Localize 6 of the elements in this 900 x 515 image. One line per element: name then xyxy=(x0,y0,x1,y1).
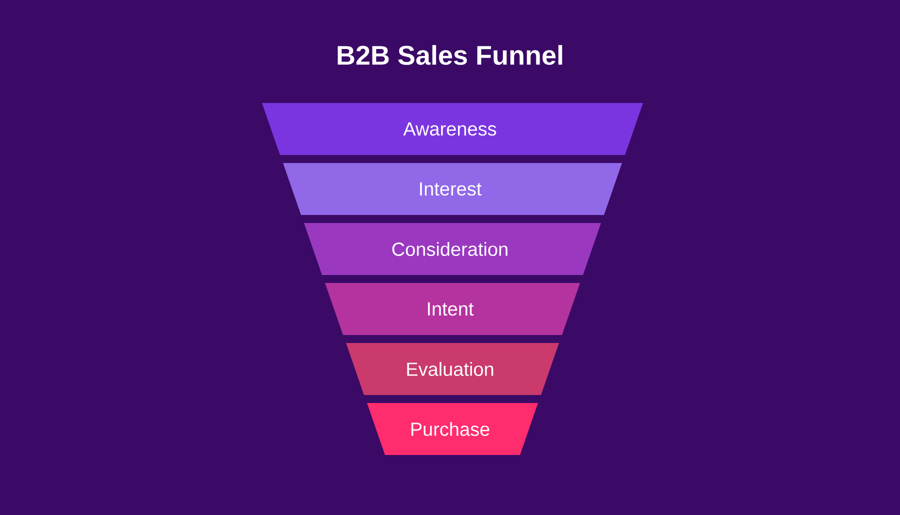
title: B2B Sales Funnel xyxy=(338,45,562,65)
funnel-stage: Consideration xyxy=(304,223,601,275)
funnel-stage: Purchase xyxy=(367,403,538,455)
funnel-stage: Awareness xyxy=(262,103,643,155)
funnel-stage: Interest xyxy=(283,163,622,215)
funnel-stage: Intent xyxy=(325,283,580,335)
